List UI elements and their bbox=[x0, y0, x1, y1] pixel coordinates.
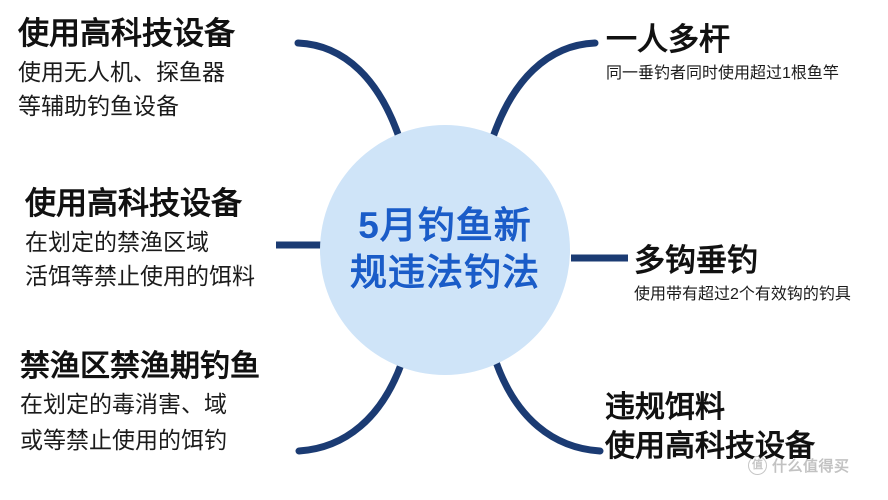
center-topic-line-2: 规违法钓法 bbox=[350, 252, 540, 293]
node-hitech-equipment-banned-area: 使用高科技设备 在划定的禁渔区域 活饵等禁止使用的饵料 bbox=[25, 186, 255, 292]
node-subtitle-line-1: 使用带有超过2个有效钩的钓具 bbox=[634, 285, 851, 303]
node-subtitle-line-1: 在划定的禁渔区域 bbox=[25, 228, 209, 255]
watermark-logo-icon: 值 bbox=[748, 456, 767, 475]
node-subtitle-line-2: 活饵等禁止使用的饵料 bbox=[25, 263, 255, 290]
node-title-line-1: 违规饵料 bbox=[605, 391, 725, 424]
node-title: 禁渔区禁渔期钓鱼 bbox=[20, 350, 260, 383]
node-subtitle-line-1: 同一垂钓者同时使用超过1根鱼竿 bbox=[606, 64, 839, 82]
node-subtitle-line-2: 或等禁止使用的饵钓 bbox=[20, 427, 227, 454]
center-topic-line-1: 5月钓鱼新 bbox=[358, 205, 532, 247]
connector-bottom-right bbox=[492, 358, 604, 455]
connector-top-left bbox=[294, 39, 404, 144]
node-title: 使用高科技设备 bbox=[18, 16, 235, 51]
node-title: 一人多杆 bbox=[606, 22, 730, 57]
node-title: 使用高科技设备 bbox=[25, 186, 242, 221]
watermark-text: 什么值得买 bbox=[772, 458, 850, 475]
node-subtitle-line-1: 在划定的毒消害、域 bbox=[20, 391, 227, 418]
center-topic-circle: 5月钓鱼新 规违法钓法 bbox=[320, 125, 570, 375]
watermark: 值 什么值得买 bbox=[748, 455, 850, 476]
connector-bottom-left bbox=[295, 358, 406, 455]
node-illegal-bait: 违规饵料 使用高科技设备 bbox=[605, 388, 815, 466]
node-title-line-2: 使用高科技设备 bbox=[605, 430, 815, 463]
node-title: 多钩垂钓 bbox=[634, 243, 758, 278]
node-closed-season-fishing: 禁渔区禁渔期钓鱼 在划定的毒消害、域 或等禁止使用的饵钓 bbox=[20, 349, 260, 456]
node-subtitle-line-1: 使用无人机、探鱼器 bbox=[18, 58, 225, 85]
node-multiple-rods: 一人多杆 同一垂钓者同时使用超过1根鱼竿 bbox=[606, 22, 839, 84]
node-subtitle-line-2: 等辅助钓鱼设备 bbox=[18, 93, 179, 120]
node-multiple-hooks: 多钩垂钓 使用带有超过2个有效钩的钓具 bbox=[634, 243, 851, 305]
node-hitech-equipment-drone: 使用高科技设备 使用无人机、探鱼器 等辅助钓鱼设备 bbox=[18, 16, 235, 122]
connector-top-right bbox=[488, 39, 599, 144]
